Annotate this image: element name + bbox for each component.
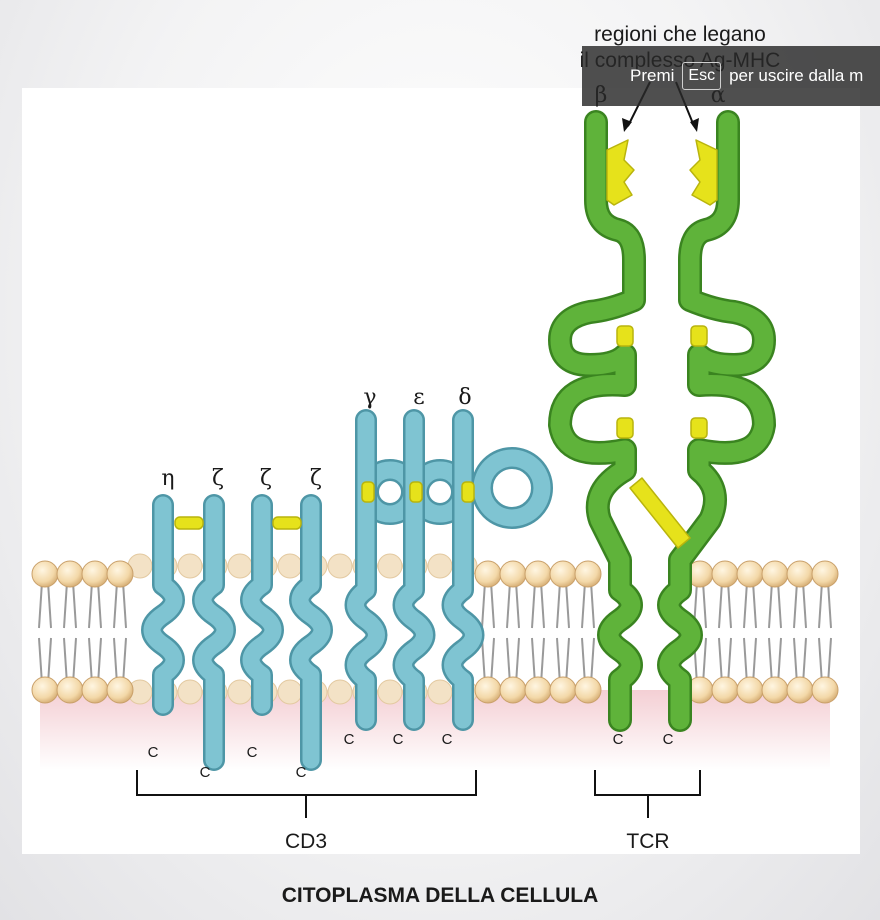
c-terminus-zeta-2: C xyxy=(247,744,258,761)
c-terminus-zeta-3: C xyxy=(296,764,307,781)
label-delta: δ xyxy=(458,385,471,410)
label-zeta-1: ζ xyxy=(212,466,224,491)
esc-key-badge[interactable]: Esc xyxy=(682,62,722,90)
beta-binding-region xyxy=(606,139,635,206)
label-eta: η xyxy=(161,466,174,491)
tcr-label: TCR xyxy=(626,830,669,853)
tcr-bracket xyxy=(594,770,701,818)
label-gamma: γ xyxy=(363,385,376,410)
beta-domain-bond-2 xyxy=(616,417,634,439)
c-terminus-zeta-1: C xyxy=(200,764,211,781)
cd3-label: CD3 xyxy=(285,830,327,853)
label-zeta-3: ζ xyxy=(310,466,322,491)
cd3-complex xyxy=(141,409,553,771)
c-terminus-gamma: C xyxy=(344,731,355,748)
cd3-bracket xyxy=(136,770,477,818)
label-epsilon: ε xyxy=(413,385,424,410)
alpha-binding-region xyxy=(689,139,718,206)
binding-region-label-line1: regioni che legano xyxy=(594,23,766,46)
alpha-beta-disulfide-bond xyxy=(629,477,691,549)
alpha-domain-bond-2 xyxy=(690,417,708,439)
c-terminus-alpha: C xyxy=(663,731,674,748)
zeta-zeta-disulfide-bond xyxy=(272,516,302,530)
eta-zeta-disulfide-bond xyxy=(174,516,204,530)
c-terminus-delta: C xyxy=(442,731,453,748)
label-zeta-2: ζ xyxy=(260,466,272,491)
cytoplasm-caption: CITOPLASMA DELLA CELLULA xyxy=(281,884,599,907)
beta-domain-bond-1 xyxy=(616,325,634,347)
fullscreen-exit-banner: Premi Esc per uscire dalla m xyxy=(582,46,880,106)
banner-prefix: Premi xyxy=(630,66,675,85)
delta-bond xyxy=(461,481,475,503)
epsilon-bond xyxy=(409,481,423,503)
gamma-bond xyxy=(361,481,375,503)
c-terminus-beta: C xyxy=(613,731,624,748)
c-terminus-epsilon: C xyxy=(393,731,404,748)
banner-suffix: per uscire dalla m xyxy=(729,66,864,85)
alpha-domain-bond-1 xyxy=(690,325,708,347)
tcr-complex xyxy=(548,110,776,732)
c-terminus-eta: C xyxy=(148,744,159,761)
